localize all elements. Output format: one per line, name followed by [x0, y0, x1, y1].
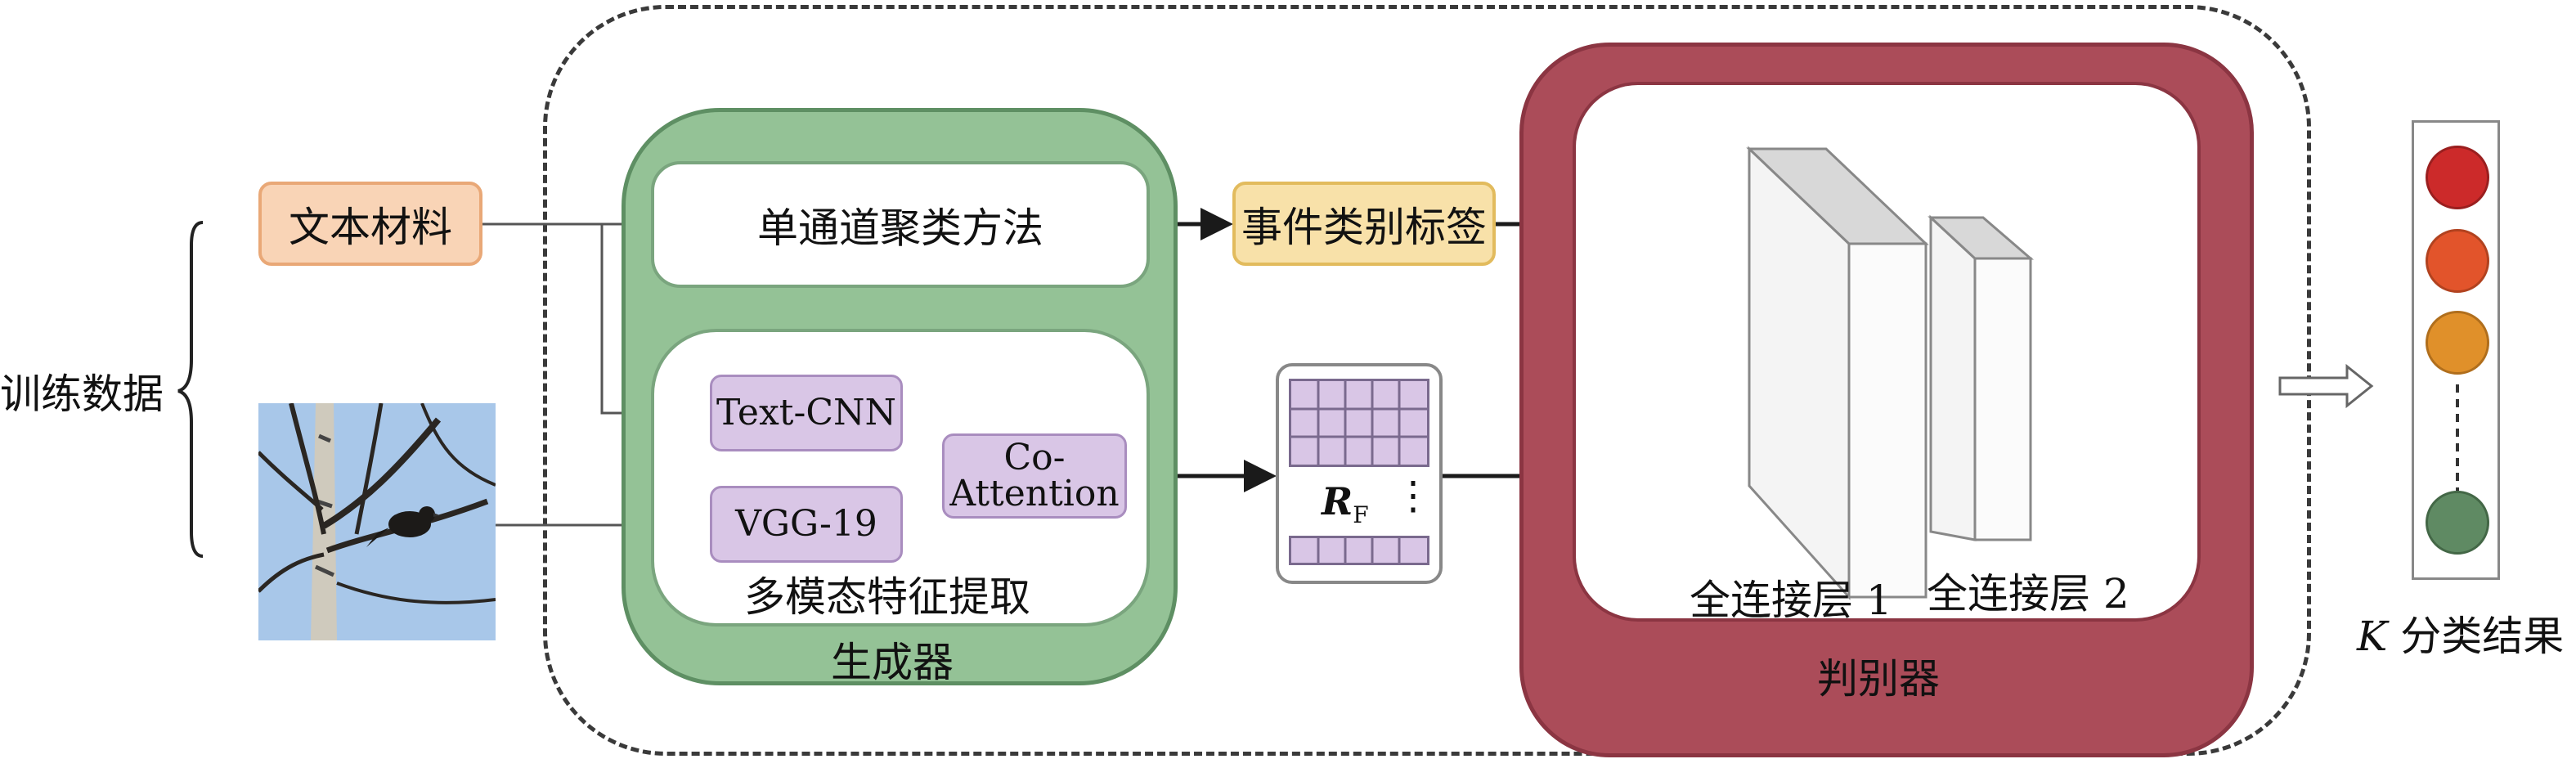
class-output-circle-2: [2426, 229, 2489, 293]
k-symbol: K: [2357, 613, 2388, 660]
feature-symbol-subscript: F: [1353, 501, 1369, 529]
feature-matrix-row: [1289, 536, 1429, 565]
text-cnn-box: Text-CNN: [710, 375, 903, 451]
class-output-circle-1: [2426, 146, 2489, 209]
fully-connected-layers: [1746, 146, 2035, 600]
fc-layer-2-top: [1928, 216, 2035, 260]
single-pass-clustering-box: 单通道聚类方法: [651, 161, 1150, 288]
training-data-label: 训练数据: [0, 371, 164, 418]
co-attention-box: Co- Attention: [942, 433, 1127, 519]
fc-layer-1-side: [1847, 242, 1928, 599]
generator-label: 生成器: [831, 639, 954, 686]
matrix-ellipsis: ⋮: [1393, 473, 1433, 519]
bird-on-branch-photo: [258, 403, 496, 640]
discriminator-label: 判别器: [1817, 655, 1940, 703]
fc-layer-1-top: [1746, 147, 1929, 245]
co-attention-label-line1: Co-: [1003, 437, 1066, 478]
feature-symbol-letter: R: [1322, 479, 1353, 523]
event-category-label-box: 事件类别标签: [1232, 182, 1496, 266]
feature-matrix-grid: [1289, 379, 1429, 467]
fc-layer-2-label: 全连接层 2: [1927, 570, 2129, 618]
feature-symbol: RF: [1322, 479, 1369, 528]
k-class-result-text: 分类结果: [2387, 613, 2565, 660]
training-data-brace: [177, 221, 204, 558]
k-class-result-label: K 分类结果: [2357, 604, 2564, 662]
class-output-circle-3: [2426, 311, 2489, 375]
co-attention-label-line2: Attention: [949, 473, 1120, 514]
multimodal-feature-extraction-label: 多模态特征提取: [744, 573, 1030, 621]
fc-layer-2-side: [1973, 257, 2032, 541]
fc-layer-2-front: [1929, 214, 1977, 541]
fc-layer-1-label: 全连接层 1: [1690, 577, 1892, 624]
output-ellipsis-line: [2456, 384, 2459, 491]
hollow-arrow-icon: [2278, 363, 2374, 409]
vgg19-box: VGG-19: [710, 486, 903, 563]
class-output-circle-k: [2426, 491, 2489, 555]
text-material-box: 文本材料: [258, 182, 482, 266]
